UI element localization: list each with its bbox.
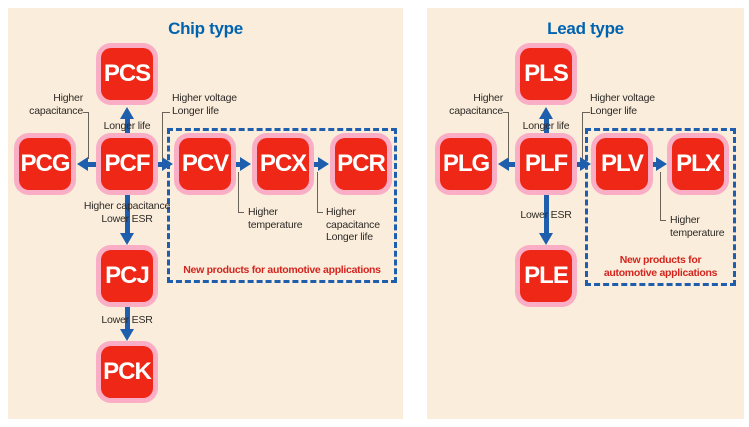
- connector-line: [238, 172, 239, 213]
- box-plg: PLG: [435, 133, 497, 195]
- box-plf: PLF: [515, 133, 577, 195]
- box-pcv: PCV: [174, 133, 236, 195]
- box-pcv-label: PCV: [179, 138, 231, 190]
- label-longer-life: Longer life: [103, 120, 151, 132]
- label-higher-capacitance-lower-esr: Higher capacitance Lower ESR: [83, 200, 171, 225]
- arrow-pcf-to-pcv: [154, 157, 173, 171]
- box-plv: PLV: [591, 133, 653, 195]
- label-higher-capacitance-longer-life: Higher capacitance Longer life: [326, 206, 380, 243]
- arrow-plv-to-plx: [649, 157, 667, 171]
- chip-type-panel: Chip type: [8, 8, 403, 419]
- connector-line: [317, 172, 318, 213]
- box-pcj-label: PCJ: [101, 250, 153, 302]
- box-plv-label: PLV: [596, 138, 648, 190]
- box-pcx-label: PCX: [257, 138, 309, 190]
- arrowhead-right-icon: [656, 157, 667, 171]
- arrow-plf-to-pls: [539, 107, 553, 138]
- panel-title-chip: Chip type: [168, 19, 243, 38]
- label-lower-esr: Lower ESR: [520, 209, 572, 221]
- connector-line: [88, 112, 89, 159]
- box-pcr: PCR: [330, 133, 392, 195]
- arrowhead-right-icon: [240, 157, 251, 171]
- connector-line: [162, 112, 163, 159]
- arrow-plf-to-ple: [539, 191, 553, 245]
- arrow-plf-to-plg: [498, 157, 520, 171]
- box-pcr-label: PCR: [335, 138, 387, 190]
- connector-line: [582, 112, 590, 113]
- box-pcf: PCF: [96, 133, 158, 195]
- automotive-note-chip: New products for automotive applications: [183, 264, 381, 276]
- automotive-highlight-box-lead: [585, 128, 736, 286]
- arrow-pcf-to-pcg: [77, 157, 101, 171]
- arrow-plf-to-plv: [573, 157, 591, 171]
- label-higher-temperature: Higher temperature: [248, 206, 303, 231]
- arrowhead-up-icon: [539, 107, 553, 119]
- connector-line: [503, 112, 508, 113]
- connector-line: [660, 220, 666, 221]
- connector-line: [238, 212, 244, 213]
- box-pcj: PCJ: [96, 245, 158, 307]
- box-pls: PLS: [515, 43, 577, 105]
- label-higher-temperature: Higher temperature: [670, 214, 725, 239]
- box-ple-label: PLE: [520, 250, 572, 302]
- label-higher-voltage-longer-life: Higher voltage Longer life: [172, 92, 237, 117]
- label-lower-esr: Lower ESR: [101, 314, 153, 326]
- box-ple: PLE: [515, 245, 577, 307]
- box-plx-label: PLX: [672, 138, 724, 190]
- arrowhead-right-icon: [580, 157, 591, 171]
- box-pcx: PCX: [252, 133, 314, 195]
- connector-line: [582, 112, 583, 159]
- arrowhead-up-icon: [120, 107, 134, 119]
- box-plx: PLX: [667, 133, 729, 195]
- label-higher-capacitance: Higher capacitance: [29, 92, 83, 117]
- arrowhead-left-icon: [77, 157, 88, 171]
- box-plf-label: PLF: [520, 138, 572, 190]
- arrowhead-down-icon: [120, 329, 134, 341]
- connector-line: [508, 112, 509, 159]
- arrowhead-down-icon: [539, 233, 553, 245]
- arrow-pcf-to-pcs: [120, 107, 134, 138]
- connector-line: [162, 112, 170, 113]
- connector-line: [83, 112, 88, 113]
- panel-title-lead: Lead type: [547, 19, 624, 38]
- arrow-pcx-to-pcr: [310, 157, 329, 171]
- arrowhead-right-icon: [318, 157, 329, 171]
- lead-type-panel: Lead type PLS PLG P: [427, 8, 744, 419]
- box-pck-label: PCK: [101, 346, 153, 398]
- arrowhead-down-icon: [120, 233, 134, 245]
- arrowhead-left-icon: [498, 157, 509, 171]
- arrow-pcf-to-pcj: [120, 191, 134, 245]
- label-higher-voltage-longer-life: Higher voltage Longer life: [590, 92, 655, 117]
- box-pcs: PCS: [96, 43, 158, 105]
- automotive-highlight-box-chip: [167, 128, 397, 283]
- arrow-pcv-to-pcx: [232, 157, 251, 171]
- connector-line: [317, 212, 323, 213]
- box-plg-label: PLG: [440, 138, 492, 190]
- box-pcs-label: PCS: [101, 48, 153, 100]
- arrowhead-right-icon: [162, 157, 173, 171]
- connector-line: [660, 172, 661, 221]
- box-pls-label: PLS: [520, 48, 572, 100]
- arrow-pcj-to-pck: [120, 303, 134, 341]
- box-pcg: PCG: [14, 133, 76, 195]
- automotive-note-lead: New products for automotive applications: [603, 254, 718, 279]
- box-pcf-label: PCF: [101, 138, 153, 190]
- box-pck: PCK: [96, 341, 158, 403]
- label-higher-capacitance: Higher capacitance: [449, 92, 503, 117]
- label-longer-life: Longer life: [522, 120, 570, 132]
- box-pcg-label: PCG: [19, 138, 71, 190]
